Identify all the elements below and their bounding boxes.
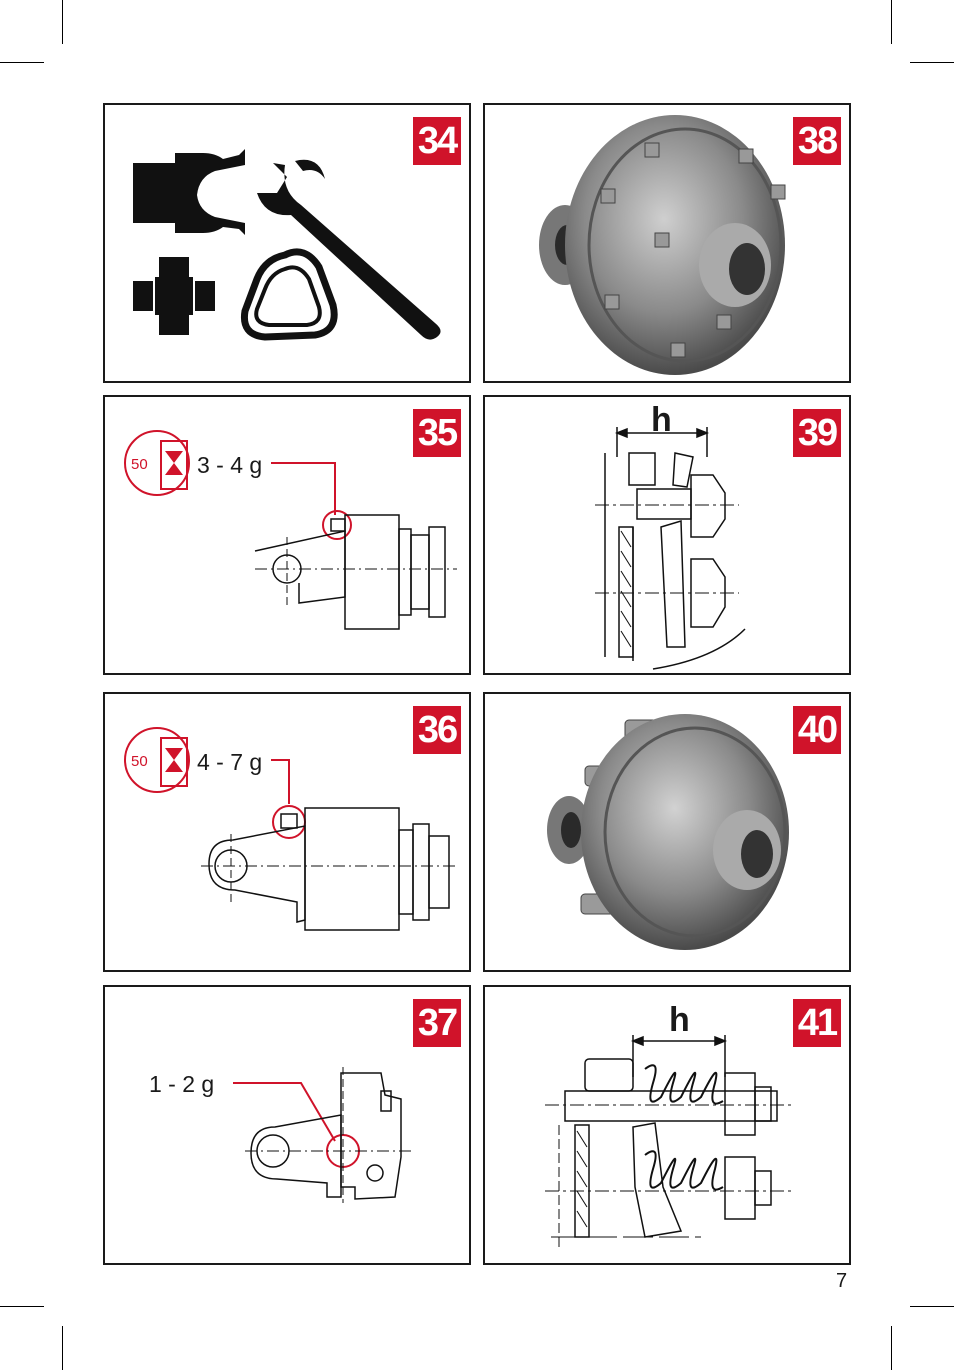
- wrench-icon: [257, 163, 441, 340]
- figure-number: 39: [793, 409, 841, 457]
- crop-mark: [891, 1326, 892, 1370]
- figure-36-lubrication: 50 4 - 7 g 36: [103, 692, 471, 972]
- figure-number: 37: [413, 999, 461, 1047]
- crop-mark: [0, 1306, 44, 1307]
- crop-mark: [910, 1306, 954, 1307]
- grease-amount-label: 3 - 4 g: [197, 452, 262, 479]
- figure-41-spring-height: h 41: [483, 985, 851, 1265]
- figure-number: 38: [793, 117, 841, 165]
- crop-mark: [891, 0, 892, 44]
- figure-37-lubrication: 1 - 2 g 37: [103, 985, 471, 1265]
- crop-mark: [0, 62, 44, 63]
- figure-number: 34: [413, 117, 461, 165]
- interval-label: 50: [131, 753, 148, 770]
- dimension-h-label: h: [651, 401, 672, 440]
- crop-mark: [910, 62, 954, 63]
- figure-38-friction-clutch: 38: [483, 103, 851, 383]
- interval-label: 50: [131, 456, 148, 473]
- figure-35-lubrication: 50 3 - 4 g 35: [103, 395, 471, 675]
- yoke-icon: [133, 149, 245, 235]
- cross-journal-icon: [133, 257, 215, 335]
- figure-number: 36: [413, 706, 461, 754]
- figure-40-spring-clutch: 40: [483, 692, 851, 972]
- hourglass-icon: [165, 451, 183, 475]
- figure-number: 35: [413, 409, 461, 457]
- crop-mark: [62, 0, 63, 44]
- dimension-h-label: h: [669, 1001, 690, 1040]
- figure-39-spring-height: h 39: [483, 395, 851, 675]
- figure-number: 41: [793, 999, 841, 1047]
- hourglass-icon: [165, 748, 183, 772]
- crop-mark: [62, 1326, 63, 1370]
- figure-number: 40: [793, 706, 841, 754]
- page-number: 7: [836, 1270, 847, 1293]
- grease-point-marker: [273, 806, 305, 838]
- figure-34-tools: 34: [103, 103, 471, 383]
- grease-amount-label: 4 - 7 g: [197, 749, 262, 776]
- grease-amount-label: 1 - 2 g: [149, 1071, 214, 1098]
